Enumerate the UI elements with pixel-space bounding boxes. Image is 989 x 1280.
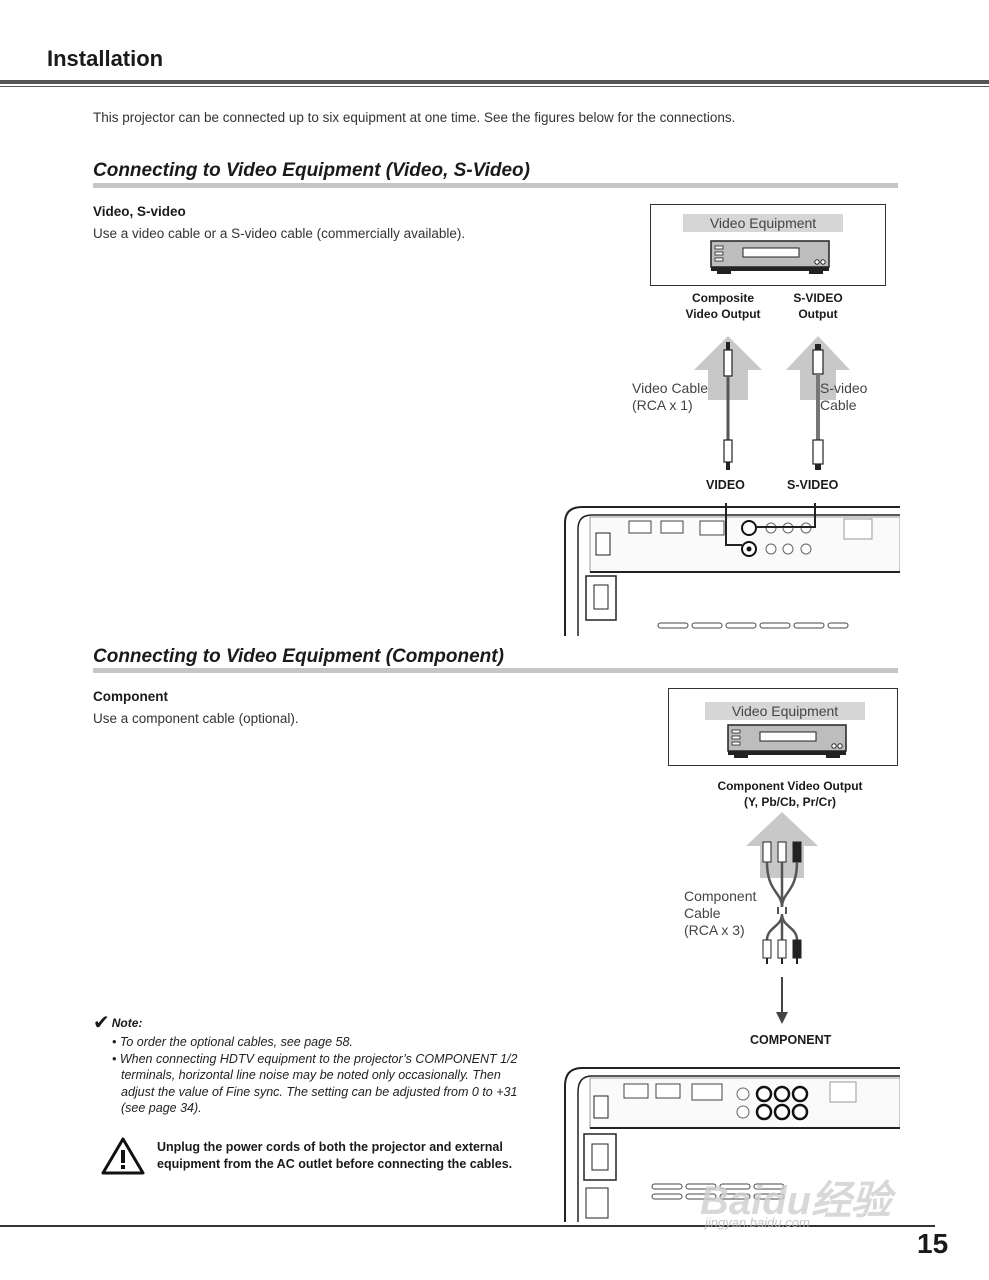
section-video-text: Use a video cable or a S-video cable (co… xyxy=(93,226,466,241)
header-rule-thin xyxy=(0,86,989,87)
video-equipment-label: Video Equipment xyxy=(683,214,843,232)
section-component-rule xyxy=(93,668,898,673)
note-item: • To order the optional cables, see page… xyxy=(112,1035,353,1049)
component-cable-diagram xyxy=(746,812,818,1024)
intro-text: This projector can be connected up to si… xyxy=(93,110,736,125)
projector-terminal-panel xyxy=(564,503,900,636)
component-equipment-box: Video Equipment xyxy=(668,688,898,766)
header-rule xyxy=(0,80,989,84)
section-component-heading: Connecting to Video Equipment (Component… xyxy=(93,646,504,667)
section-video-subheading: Video, S-video xyxy=(93,204,186,219)
vcr-icon xyxy=(727,724,847,758)
warning-text: Unplug the power cords of both the proje… xyxy=(157,1140,513,1171)
section-component-text: Use a component cable (optional). xyxy=(93,711,299,726)
projector-terminal-panel xyxy=(564,1067,900,1222)
video-port-label: VIDEO xyxy=(706,478,745,492)
note-title: ✔ Note: xyxy=(93,1012,143,1034)
note-list: • To order the optional cables, see page… xyxy=(93,1034,533,1117)
svideo-cable-label: S-video Cable xyxy=(820,380,868,413)
vcr-icon xyxy=(710,240,830,274)
video-equipment-box: Video Equipment xyxy=(650,204,886,286)
component-equipment-label: Video Equipment xyxy=(705,702,865,720)
page-number: 15 xyxy=(917,1228,949,1259)
note-section: ✔ Note: • To order the optional cables, … xyxy=(93,1012,533,1117)
component-cable-label: Component Cable (RCA x 3) xyxy=(684,888,757,938)
footer-rule xyxy=(0,1225,935,1227)
page-title: Installation xyxy=(47,46,164,71)
section-video-heading: Connecting to Video Equipment (Video, S-… xyxy=(93,160,530,181)
warning-triangle-icon xyxy=(101,1137,145,1175)
svideo-port-label: S-VIDEO xyxy=(787,478,839,492)
section-video-rule xyxy=(93,183,898,188)
watermark-brand: Baidu经验 xyxy=(700,1179,892,1223)
video-cables-diagram xyxy=(694,336,850,470)
section-component-subheading: Component xyxy=(93,689,168,704)
video-cable-label: Video Cable (RCA x 1) xyxy=(632,380,709,413)
component-port-label: COMPONENT xyxy=(750,1033,832,1047)
composite-output-label: Composite Video Output xyxy=(685,291,761,321)
component-output-label: Component Video Output (Y, Pb/Cb, Pr/Cr) xyxy=(717,779,863,809)
note-item: • When connecting HDTV equipment to the … xyxy=(112,1051,518,1116)
svideo-output-label: S-VIDEO Output xyxy=(793,291,843,321)
checkmark-icon: ✔ xyxy=(93,1012,110,1034)
watermark-url: jingyan.baidu.com xyxy=(705,1215,810,1230)
